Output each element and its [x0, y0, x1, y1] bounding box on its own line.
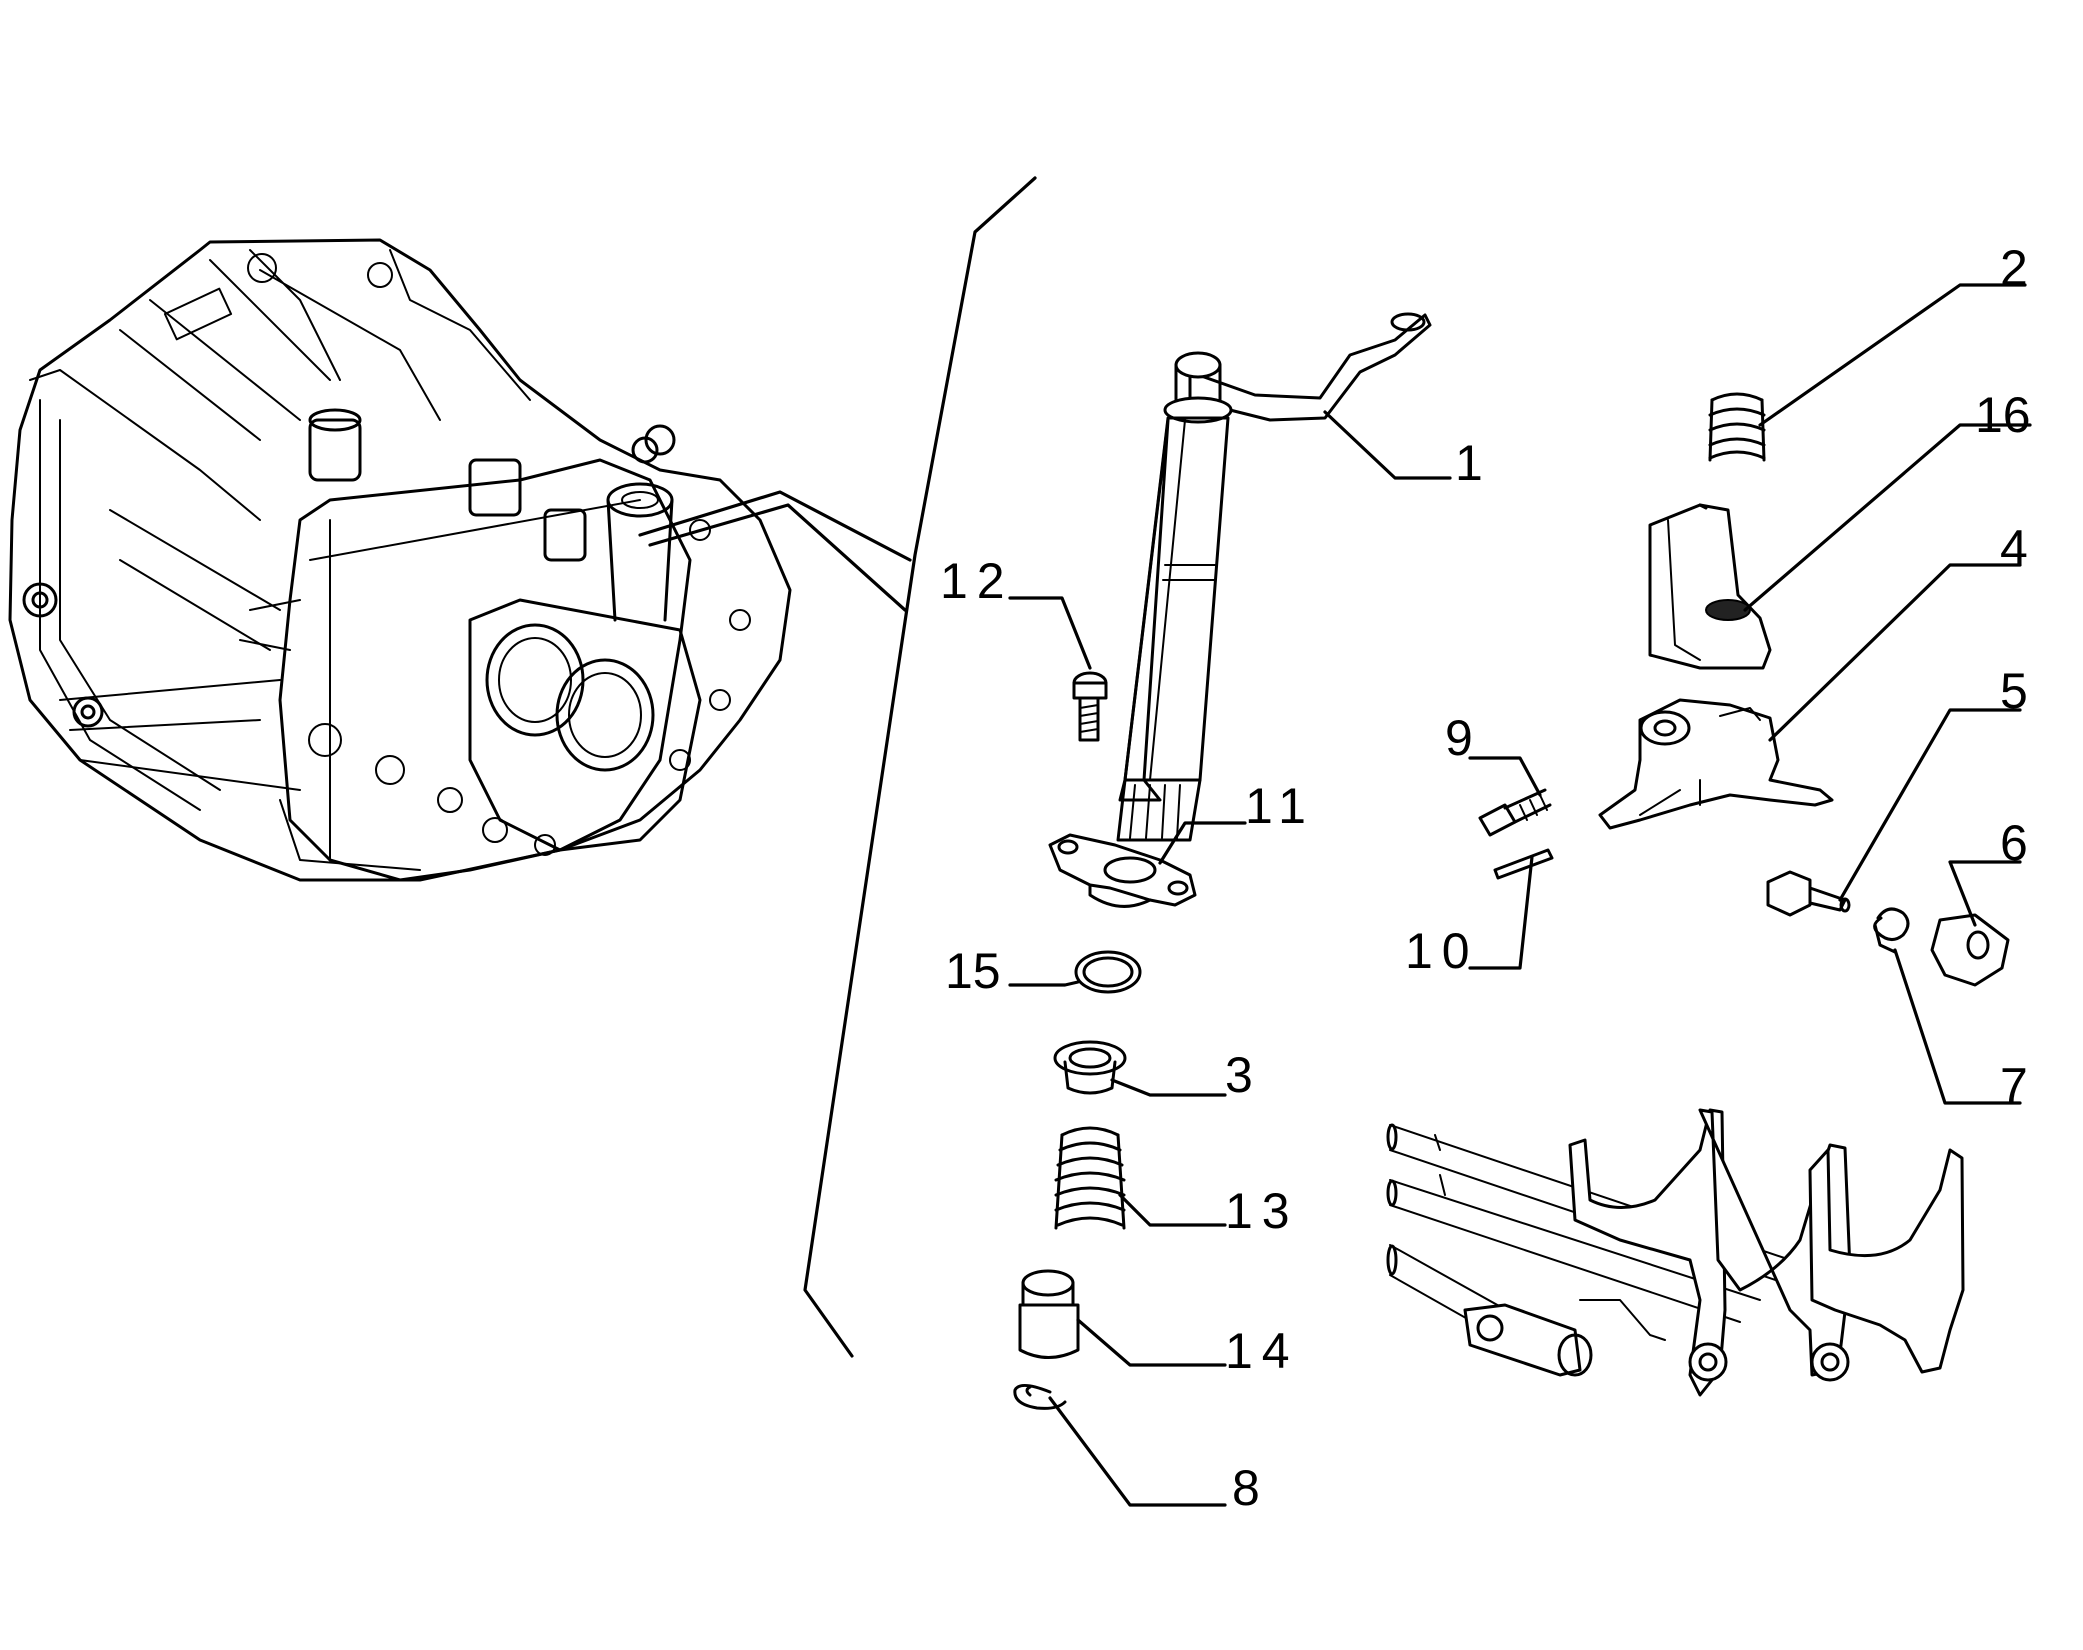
part-5-plunger: [1766, 870, 1851, 917]
callout-5: 5: [2000, 663, 2037, 719]
housing-detail-leader: [638, 490, 912, 612]
callout-7: 7: [2000, 1058, 2037, 1114]
callout-16: 16: [1975, 387, 2031, 443]
part-11-flange: [1048, 833, 1197, 908]
part-3-bush: [1053, 1040, 1127, 1095]
callout-10: 10: [1405, 923, 1479, 979]
part-13-spring: [1054, 1126, 1126, 1230]
part-1-selector-shaft: [1116, 312, 1432, 842]
callout-13: 13: [1225, 1183, 1299, 1239]
part-14-cap: [1018, 1269, 1080, 1359]
part-15-o-ring: [1074, 950, 1142, 994]
part-2-spring: [1708, 392, 1766, 462]
callout-3: 3: [1225, 1047, 1262, 1103]
part-12-screw: [1072, 671, 1108, 742]
gearbox-housing: [8, 238, 792, 882]
part-6-cam: [1930, 913, 2010, 987]
callout-4: 4: [2000, 520, 2037, 576]
part-10-pin: [1493, 848, 1554, 880]
callout-2: 2: [2000, 240, 2037, 296]
callout-1: 1: [1455, 435, 1492, 491]
part-8-circlip: [1013, 1384, 1067, 1410]
part-9-bolt: [1478, 788, 1552, 837]
callout-14: 14: [1225, 1323, 1299, 1379]
shift-forks-and-rods: [1386, 1108, 1965, 1397]
leader-lines: [1008, 283, 2032, 1507]
group-bracket-line: [803, 176, 1037, 1358]
part-16-guide-plate: [1648, 503, 1772, 670]
callout-labels: 1 2 3 4 5 6 7 8 9 10 11 12 13 14 15 16: [940, 240, 2037, 1516]
callout-9: 9: [1445, 710, 1482, 766]
part-4-selector-lever: [1598, 698, 1834, 830]
callout-11: 11: [1245, 778, 1315, 834]
callout-15: 15: [945, 943, 1001, 999]
callout-12: 12: [940, 553, 1014, 609]
callout-8: 8: [1232, 1460, 1269, 1516]
callout-6: 6: [2000, 815, 2037, 871]
part-7-clip: [1873, 907, 1910, 954]
